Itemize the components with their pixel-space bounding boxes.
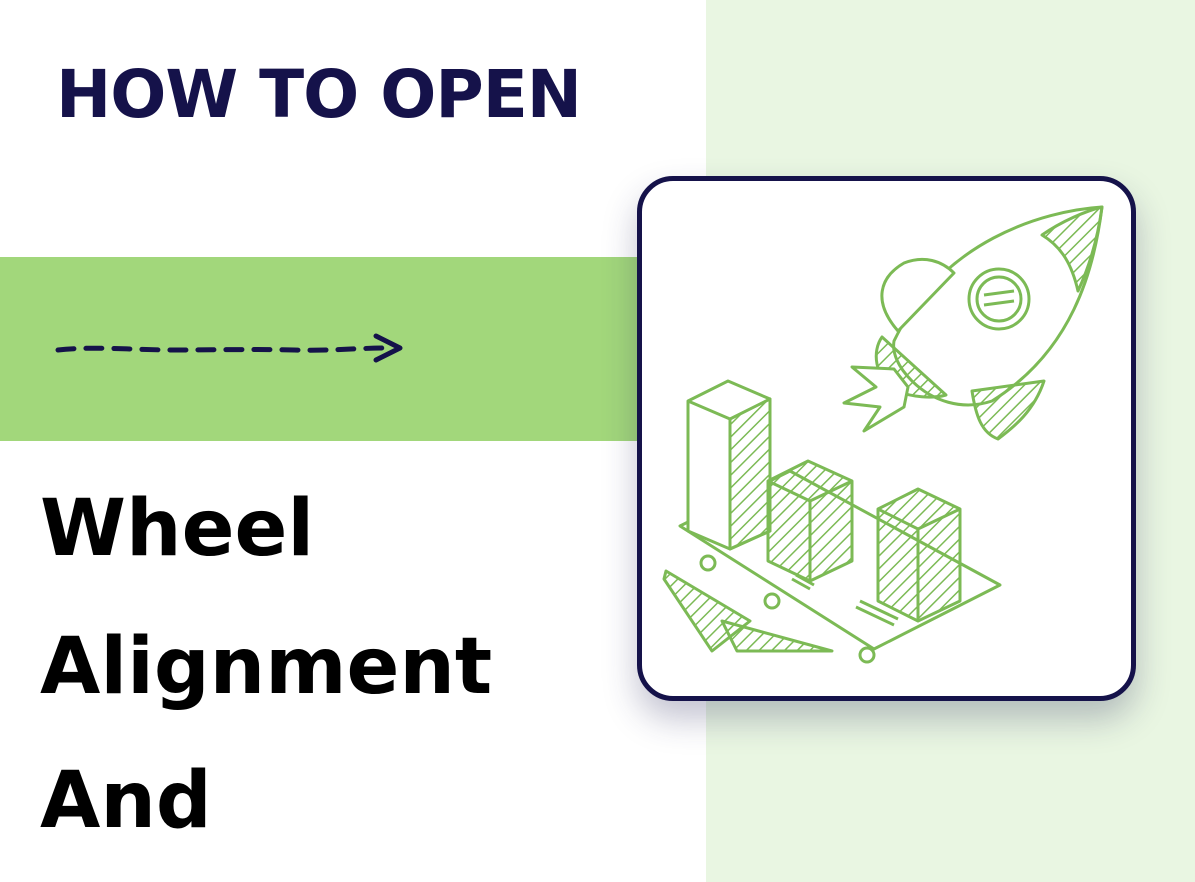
word-and: And: [40, 756, 212, 846]
word-wheel: Wheel: [40, 484, 315, 574]
rocket-bar-chart-illustration: [662, 205, 1104, 664]
illustration-card: [637, 176, 1136, 701]
page-title: HOW TO OPEN: [56, 56, 582, 133]
dashed-arrow-icon: [55, 333, 403, 363]
word-alignment: Alignment: [40, 622, 493, 712]
rocket-icon: [842, 205, 1104, 441]
bar-chart-icon: [686, 379, 962, 623]
